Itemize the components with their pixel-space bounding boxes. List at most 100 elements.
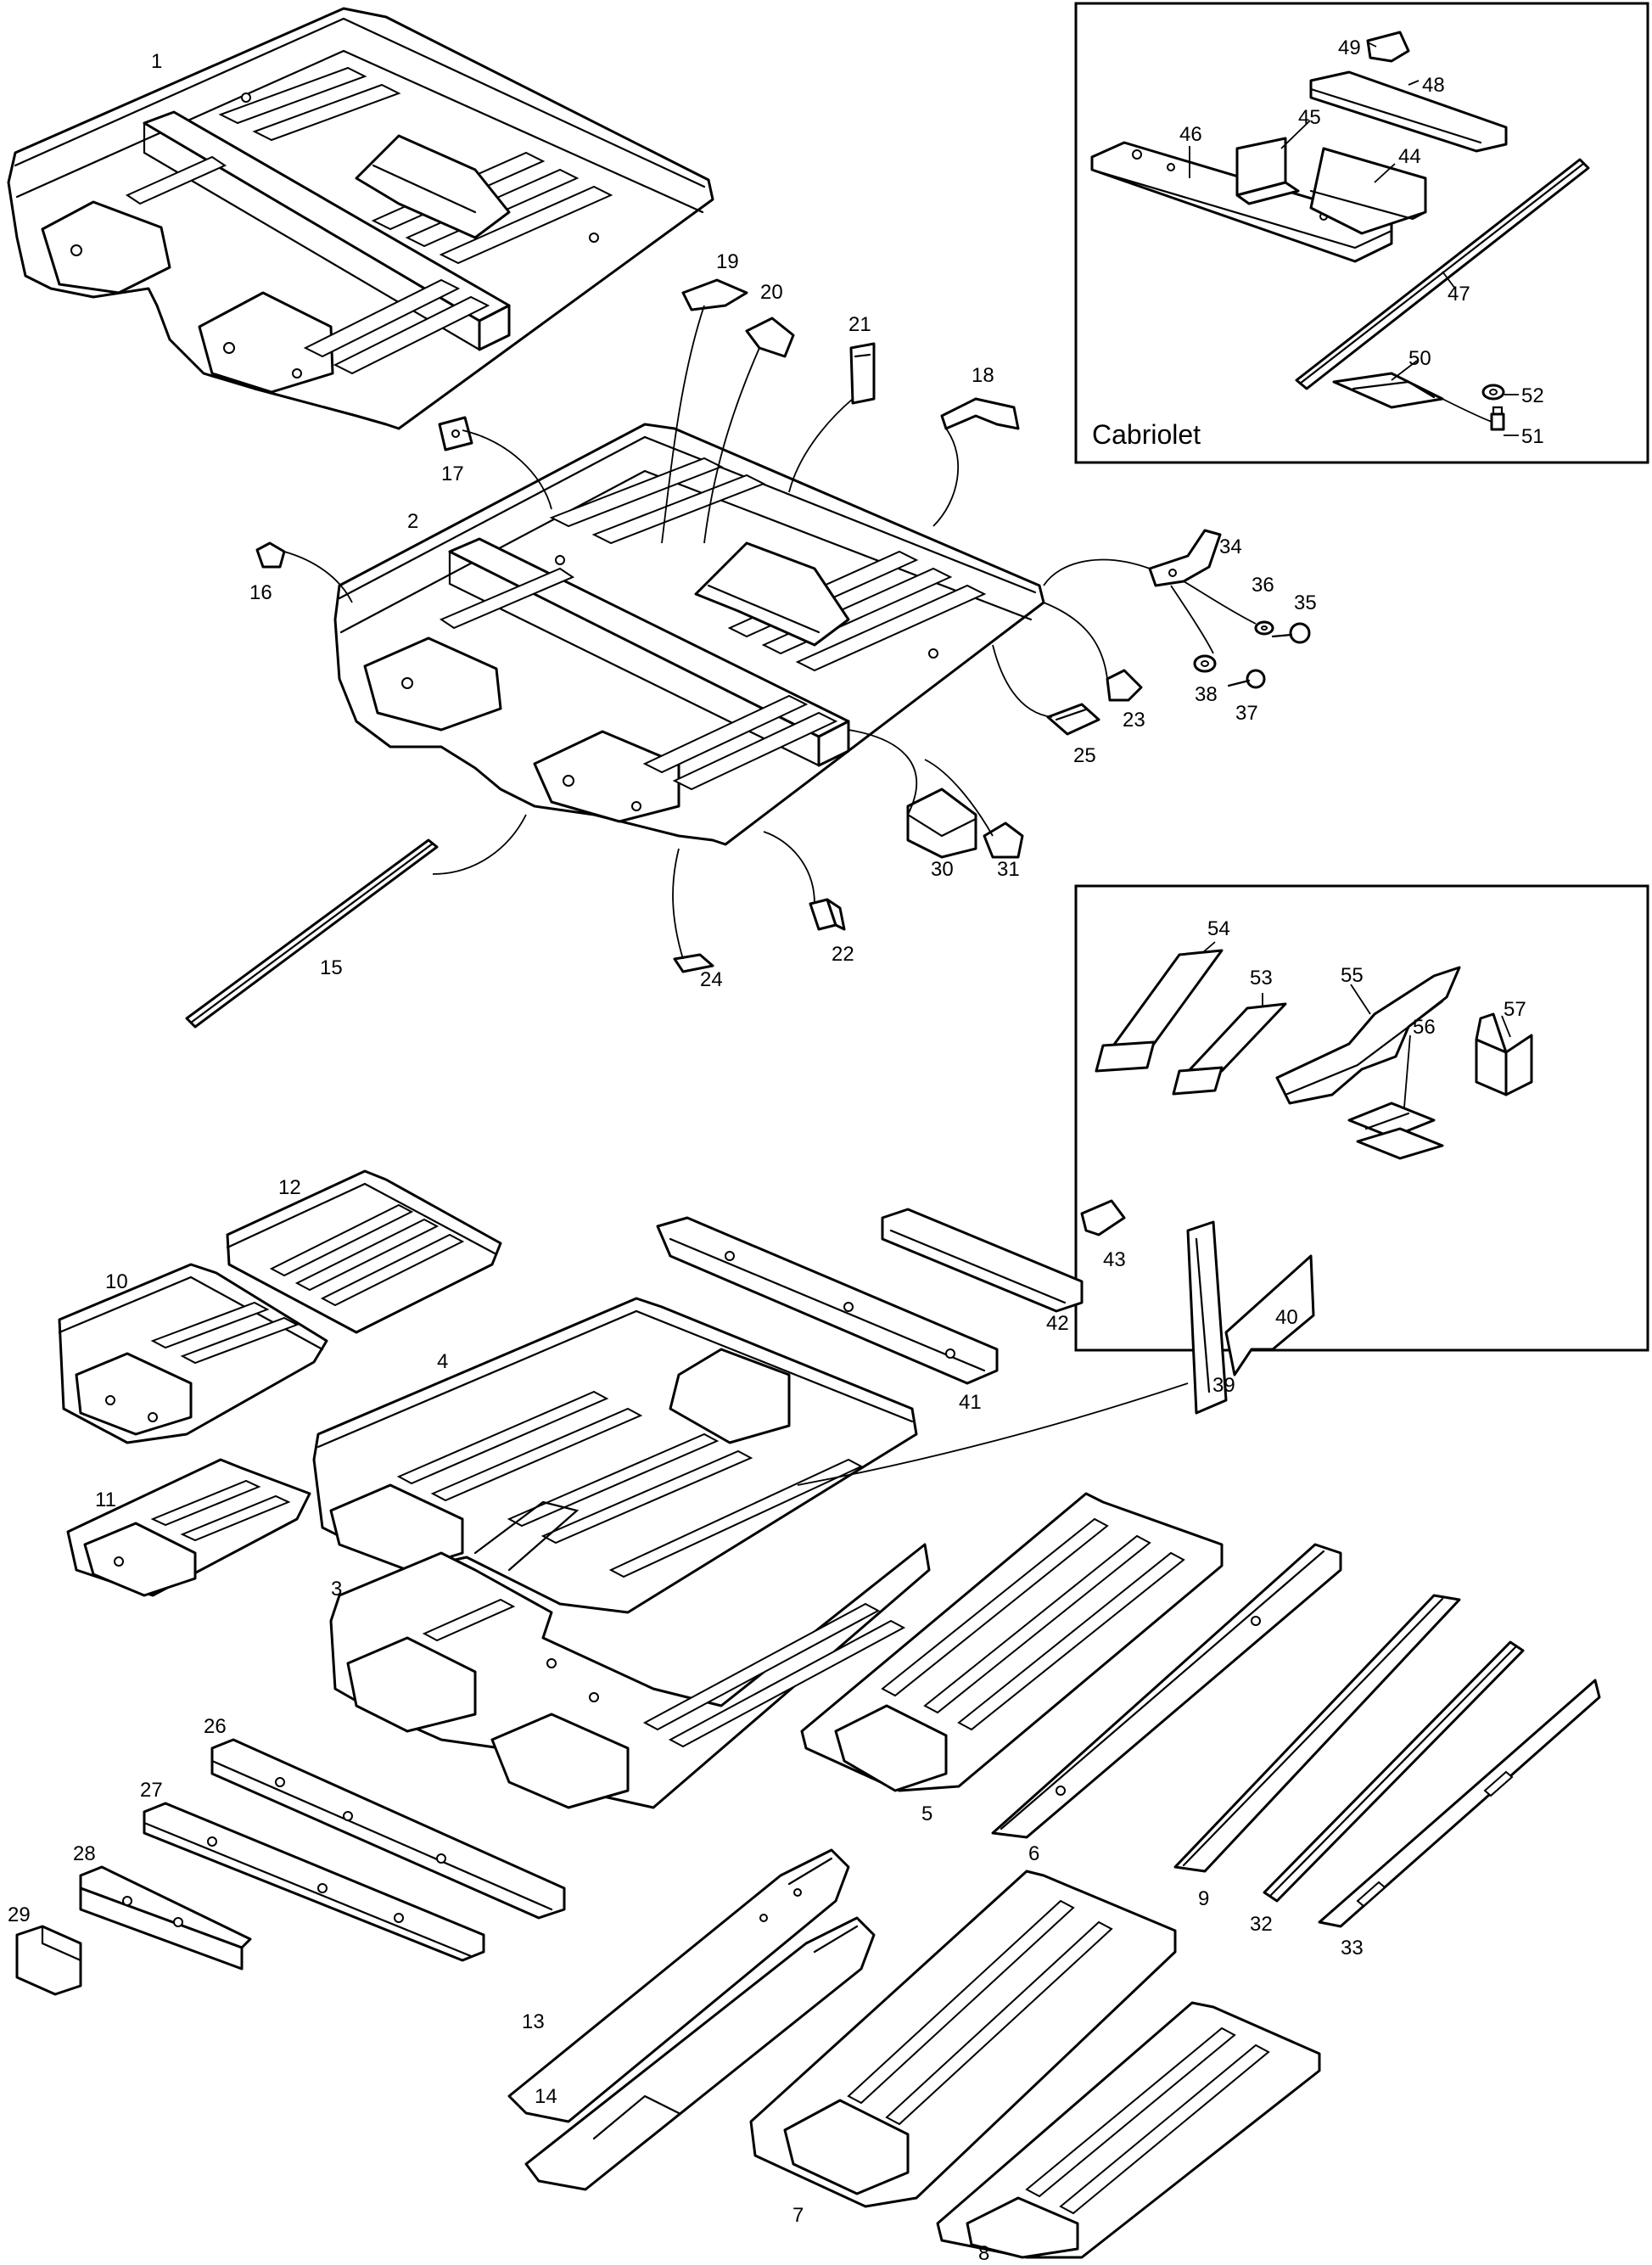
- part-18-bracket: [940, 397, 1020, 430]
- part-13-tunnel: [507, 1848, 850, 2123]
- part-52-washer: [1481, 384, 1505, 401]
- callout-18: 18: [972, 364, 994, 387]
- callout-51: 51: [1521, 425, 1544, 448]
- callout-4: 4: [437, 1350, 448, 1373]
- part-22-bracket: [809, 898, 846, 931]
- accessories-inset: [1074, 884, 1649, 1352]
- part-12-rear-panel: [226, 1169, 502, 1334]
- part-16-clip: [255, 541, 286, 569]
- part-32-strip: [1263, 1640, 1525, 1903]
- part-28-bracket: [79, 1865, 252, 1971]
- callout-10: 10: [105, 1270, 128, 1293]
- callout-24: 24: [700, 968, 723, 991]
- part-51-bolt: [1490, 406, 1505, 431]
- part-6-sill: [991, 1543, 1342, 1839]
- callout-53: 53: [1250, 967, 1273, 990]
- callout-29: 29: [8, 1903, 31, 1926]
- part-2-floor-assembly: [333, 423, 1045, 846]
- callout-45: 45: [1298, 106, 1321, 129]
- callout-56: 56: [1413, 1016, 1436, 1039]
- part-36-washer: [1254, 620, 1274, 636]
- callout-labels: 1 2 3 4 5 6 7 8 9 10 11 12 13 14 15 16 1…: [8, 36, 1544, 2265]
- callout-35: 35: [1294, 591, 1317, 614]
- callout-17: 17: [441, 463, 464, 485]
- callout-30: 30: [931, 858, 954, 881]
- part-1-floor-assembly: [7, 7, 714, 430]
- part-42-crossmember: [881, 1208, 1084, 1313]
- callout-20: 20: [760, 281, 783, 304]
- callout-33: 33: [1341, 1937, 1364, 1959]
- callout-1: 1: [151, 50, 162, 73]
- callout-26: 26: [204, 1715, 227, 1738]
- callout-5: 5: [921, 1802, 932, 1825]
- callout-25: 25: [1073, 744, 1096, 767]
- callout-39: 39: [1212, 1374, 1235, 1397]
- callout-54: 54: [1207, 917, 1230, 940]
- callout-8: 8: [978, 2242, 989, 2265]
- part-8-floor-half: [936, 2001, 1321, 2259]
- part-34-bracket: [1148, 529, 1222, 587]
- callout-9: 9: [1198, 1887, 1209, 1910]
- callout-46: 46: [1179, 123, 1202, 146]
- callout-16: 16: [249, 581, 272, 604]
- part-49-clip: [1366, 31, 1410, 63]
- part-21-bracket: [849, 342, 876, 405]
- callout-57: 57: [1504, 998, 1526, 1021]
- part-43-bracket: [1080, 1199, 1126, 1236]
- callout-44: 44: [1398, 145, 1421, 168]
- callout-41: 41: [959, 1391, 982, 1414]
- callout-36: 36: [1252, 574, 1274, 597]
- callout-52: 52: [1521, 384, 1544, 407]
- part-24-bracket: [673, 953, 714, 973]
- callout-40: 40: [1275, 1306, 1298, 1329]
- part-19-bracket: [681, 278, 748, 311]
- callout-7: 7: [792, 2204, 804, 2227]
- callout-13: 13: [522, 2010, 545, 2033]
- part-14-tunnel: [524, 1916, 876, 2191]
- callout-42: 42: [1046, 1312, 1069, 1335]
- part-41-crossmember: [656, 1216, 999, 1385]
- callout-19: 19: [716, 250, 739, 273]
- cabriolet-inset: Cabriolet: [1074, 2, 1649, 464]
- callout-3: 3: [331, 1578, 342, 1601]
- part-44-channel: [1309, 147, 1427, 235]
- callout-38: 38: [1195, 683, 1218, 706]
- callout-15: 15: [320, 956, 343, 979]
- part-48-rail: [1309, 70, 1508, 153]
- part-30-bracket: [906, 788, 977, 859]
- part-50-plate: [1332, 372, 1444, 409]
- part-17-plate: [438, 416, 473, 451]
- part-35-screw: [1271, 622, 1311, 644]
- part-3-floor-panel: [329, 1543, 931, 1809]
- part-7-floor-half: [749, 1870, 1177, 2208]
- callout-34: 34: [1219, 535, 1242, 558]
- part-11-front-panel: [66, 1458, 311, 1597]
- part-20-bracket: [745, 317, 795, 358]
- part-37-screw: [1227, 669, 1266, 689]
- callout-32: 32: [1250, 1913, 1273, 1936]
- part-29-bracket: [15, 1925, 82, 1996]
- part-25-bracket: [1046, 703, 1100, 736]
- callout-37: 37: [1235, 702, 1258, 725]
- part-5-floor-half: [800, 1492, 1224, 1792]
- part-9-strip: [1173, 1594, 1461, 1873]
- inset-title-cabriolet: Cabriolet: [1092, 419, 1201, 450]
- callout-48: 48: [1422, 74, 1445, 97]
- callout-50: 50: [1408, 347, 1431, 370]
- part-23-bracket: [1106, 669, 1143, 702]
- callout-11: 11: [95, 1489, 116, 1511]
- callout-14: 14: [535, 2085, 557, 2108]
- callout-49: 49: [1338, 36, 1361, 59]
- part-15-sill-strip: [185, 838, 439, 1029]
- part-10-front-panel: [58, 1263, 328, 1444]
- part-39-pillar: [1186, 1220, 1228, 1415]
- part-33-strip: [1318, 1679, 1601, 1928]
- callout-27: 27: [140, 1779, 163, 1802]
- callout-21: 21: [848, 313, 871, 336]
- part-4-floor-panel: [312, 1297, 918, 1614]
- part-27-crossmember: [143, 1802, 485, 1962]
- part-40-panel: [1224, 1254, 1315, 1376]
- part-54-pad: [1110, 949, 1224, 1050]
- callout-23: 23: [1123, 709, 1145, 732]
- callout-22: 22: [832, 943, 854, 966]
